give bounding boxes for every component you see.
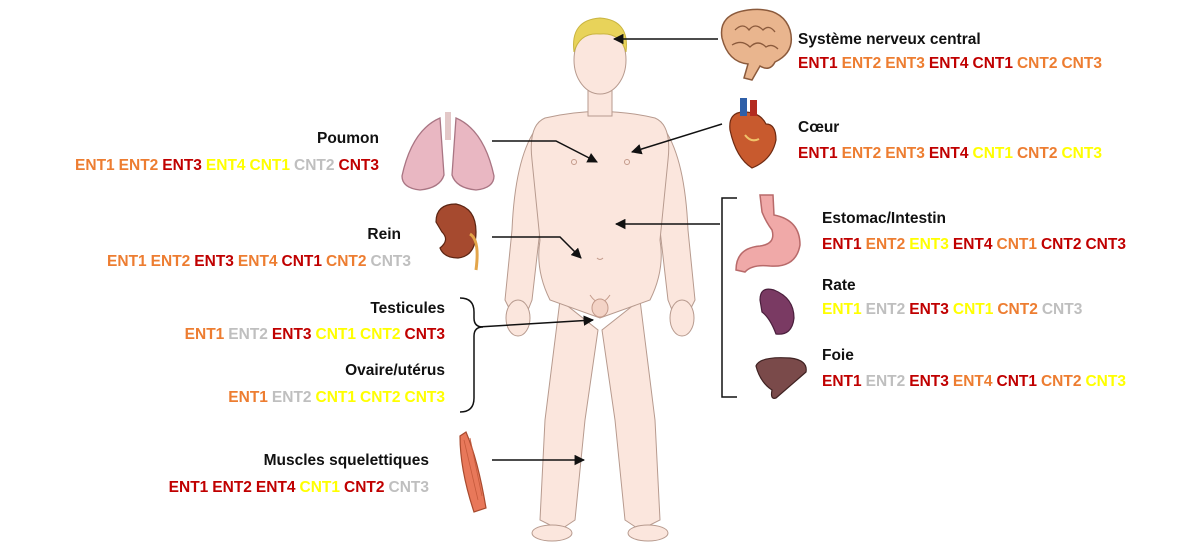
marker-label: CNT3 — [339, 157, 379, 174]
marker-label: CNT2 — [294, 157, 334, 174]
muscle-title: Muscles squelettiques — [264, 452, 429, 470]
marker-label: ENT2 — [866, 373, 906, 390]
lung-icon — [402, 112, 494, 190]
marker-label: CNT2 — [326, 253, 366, 270]
marker-label: ENT2 — [842, 55, 882, 72]
liver-title: Foie — [822, 347, 854, 365]
muscle-icon — [460, 432, 486, 512]
marker-label: CNT1 — [316, 389, 356, 406]
marker-label: CNT1 — [282, 253, 322, 270]
brain-title: Système nerveux central — [798, 31, 981, 49]
kidney-icon — [436, 204, 477, 270]
marker-label: ENT4 — [929, 145, 969, 162]
marker-label: CNT3 — [405, 389, 445, 406]
marker-label: ENT1 — [798, 145, 838, 162]
marker-label: CNT1 — [973, 145, 1013, 162]
marker-label: ENT3 — [194, 253, 234, 270]
spleen-title: Rate — [822, 277, 856, 295]
marker-label: ENT3 — [909, 373, 949, 390]
marker-label: ENT1 — [75, 157, 115, 174]
stomach-title: Estomac/Intestin — [822, 210, 946, 228]
marker-label: ENT4 — [256, 479, 296, 496]
marker-label: ENT4 — [953, 373, 993, 390]
marker-label: CNT3 — [1061, 145, 1101, 162]
marker-label: CNT1 — [300, 479, 340, 496]
marker-label: ENT3 — [885, 145, 925, 162]
marker-label: CNT1 — [973, 55, 1013, 72]
marker-label: ENT2 — [212, 479, 252, 496]
bracket-left — [460, 298, 483, 412]
marker-label: CNT1 — [316, 326, 356, 343]
marker-label: CNT1 — [997, 236, 1037, 253]
marker-label: ENT1 — [185, 326, 225, 343]
marker-label: ENT1 — [822, 301, 862, 318]
human-body-figure — [505, 26, 695, 541]
testes-title: Testicules — [370, 300, 445, 318]
kidney-title: Rein — [367, 226, 401, 244]
marker-label: CNT1 — [997, 373, 1037, 390]
marker-label: CNT1 — [250, 157, 290, 174]
marker-label: CNT3 — [371, 253, 411, 270]
marker-label: ENT3 — [885, 55, 925, 72]
marker-label: ENT1 — [822, 236, 862, 253]
marker-label: ENT1 — [798, 55, 838, 72]
lung-title: Poumon — [317, 130, 379, 148]
marker-label: CNT2 — [1041, 373, 1081, 390]
marker-label: ENT2 — [151, 253, 191, 270]
marker-label: ENT2 — [272, 389, 312, 406]
marker-label: CNT2 — [997, 301, 1037, 318]
marker-label: CNT3 — [1042, 301, 1082, 318]
marker-label: ENT2 — [866, 301, 906, 318]
marker-label: CNT3 — [1085, 373, 1125, 390]
heart-icon — [730, 98, 776, 168]
marker-label: CNT2 — [344, 479, 384, 496]
marker-label: CNT3 — [405, 326, 445, 343]
marker-label: ENT2 — [228, 326, 268, 343]
marker-label: ENT4 — [238, 253, 278, 270]
marker-label: CNT3 — [1085, 236, 1125, 253]
marker-label: CNT2 — [360, 389, 400, 406]
marker-label: CNT2 — [1017, 55, 1057, 72]
marker-label: ENT3 — [162, 157, 202, 174]
marker-label: ENT4 — [206, 157, 246, 174]
marker-label: ENT3 — [909, 236, 949, 253]
marker-label: ENT2 — [842, 145, 882, 162]
marker-label: ENT4 — [929, 55, 969, 72]
marker-label: ENT3 — [909, 301, 949, 318]
marker-label: ENT3 — [272, 326, 312, 343]
marker-label: CNT3 — [1061, 55, 1101, 72]
liver-icon — [756, 358, 806, 399]
marker-label: ENT1 — [228, 389, 268, 406]
stomach-icon — [736, 195, 800, 272]
heart-title: Cœur — [798, 119, 839, 137]
marker-label: CNT2 — [1017, 145, 1057, 162]
marker-label: ENT2 — [119, 157, 159, 174]
marker-label: ENT1 — [107, 253, 147, 270]
brain-icon — [722, 9, 792, 80]
marker-label: CNT2 — [1041, 236, 1081, 253]
bracket-right — [722, 198, 737, 397]
marker-label: ENT4 — [953, 236, 993, 253]
spleen-icon — [760, 289, 794, 334]
marker-label: CNT2 — [360, 326, 400, 343]
marker-label: CNT3 — [389, 479, 429, 496]
marker-label: CNT1 — [953, 301, 993, 318]
marker-label: ENT1 — [169, 479, 209, 496]
marker-label: ENT2 — [866, 236, 906, 253]
marker-label: ENT1 — [822, 373, 862, 390]
ovary-title: Ovaire/utérus — [345, 362, 445, 380]
